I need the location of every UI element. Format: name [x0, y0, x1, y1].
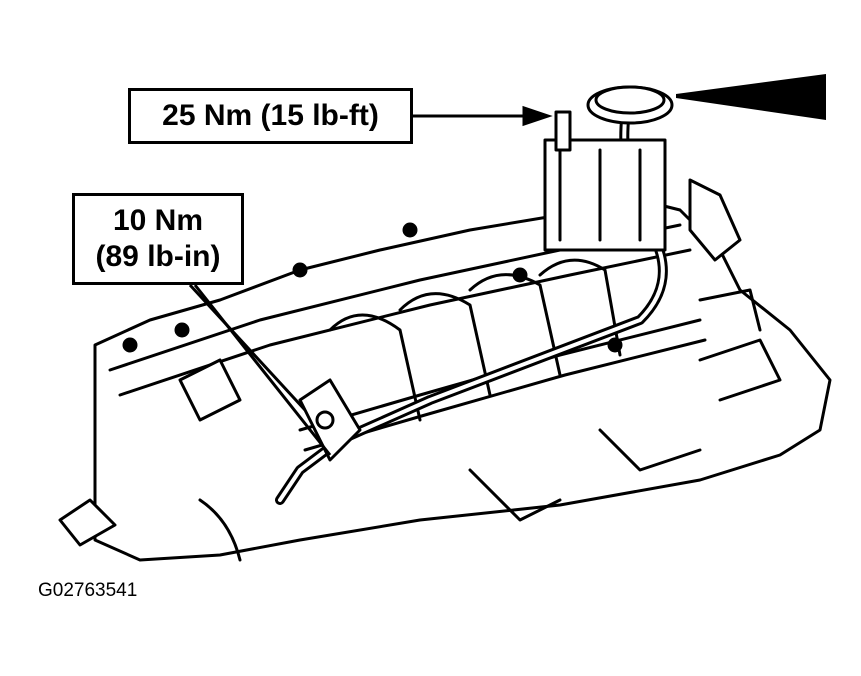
- bracket-bolt-torque-lbin: (89 lb-in): [95, 240, 221, 273]
- intake-runner: [328, 313, 422, 422]
- cap-bracket: [543, 138, 667, 252]
- oil-cap-arrow-icon: [676, 74, 826, 120]
- intake-runner: [398, 292, 492, 397]
- cap-bolt-torque-callout: 25 Nm (15 lb-ft): [128, 88, 413, 144]
- intake-runner: [538, 258, 622, 357]
- intake-runner: [468, 273, 562, 377]
- leader-line-cap-bolt: [413, 105, 553, 127]
- engine-block-outline: [93, 198, 832, 562]
- cap-bolt: [554, 110, 572, 152]
- cap-bolt-torque-text: 25 Nm (15 lb-ft): [162, 99, 379, 132]
- figure-id: G02763541: [38, 580, 138, 601]
- bracket-bolt-torque-callout: 10 Nm (89 lb-in): [72, 193, 244, 285]
- bracket-bolt-torque-nm: 10 Nm: [112, 204, 204, 237]
- leader-lines-bracket: [188, 283, 332, 456]
